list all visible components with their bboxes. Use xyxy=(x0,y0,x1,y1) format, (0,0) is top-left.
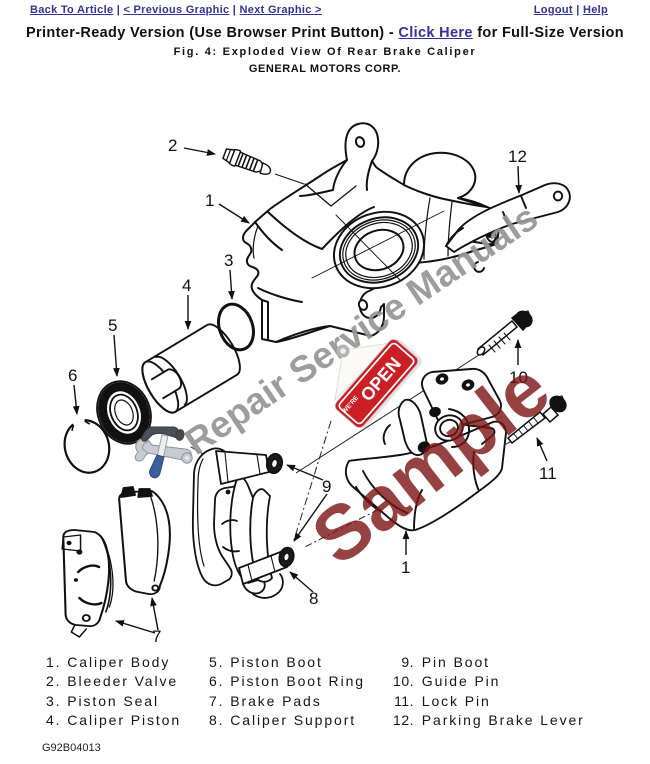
svg-text:5: 5 xyxy=(108,316,117,335)
svg-text:4: 4 xyxy=(182,276,191,295)
svg-text:1: 1 xyxy=(205,191,214,210)
svg-text:9: 9 xyxy=(322,477,331,496)
svg-text:7: 7 xyxy=(152,627,161,646)
svg-text:8: 8 xyxy=(309,589,318,608)
svg-text:10: 10 xyxy=(509,368,528,387)
svg-text:2: 2 xyxy=(168,136,177,155)
svg-text:11: 11 xyxy=(539,464,557,483)
svg-text:1: 1 xyxy=(401,558,410,577)
svg-text:12: 12 xyxy=(508,147,527,166)
svg-text:6: 6 xyxy=(68,366,77,385)
svg-text:3: 3 xyxy=(224,251,233,270)
